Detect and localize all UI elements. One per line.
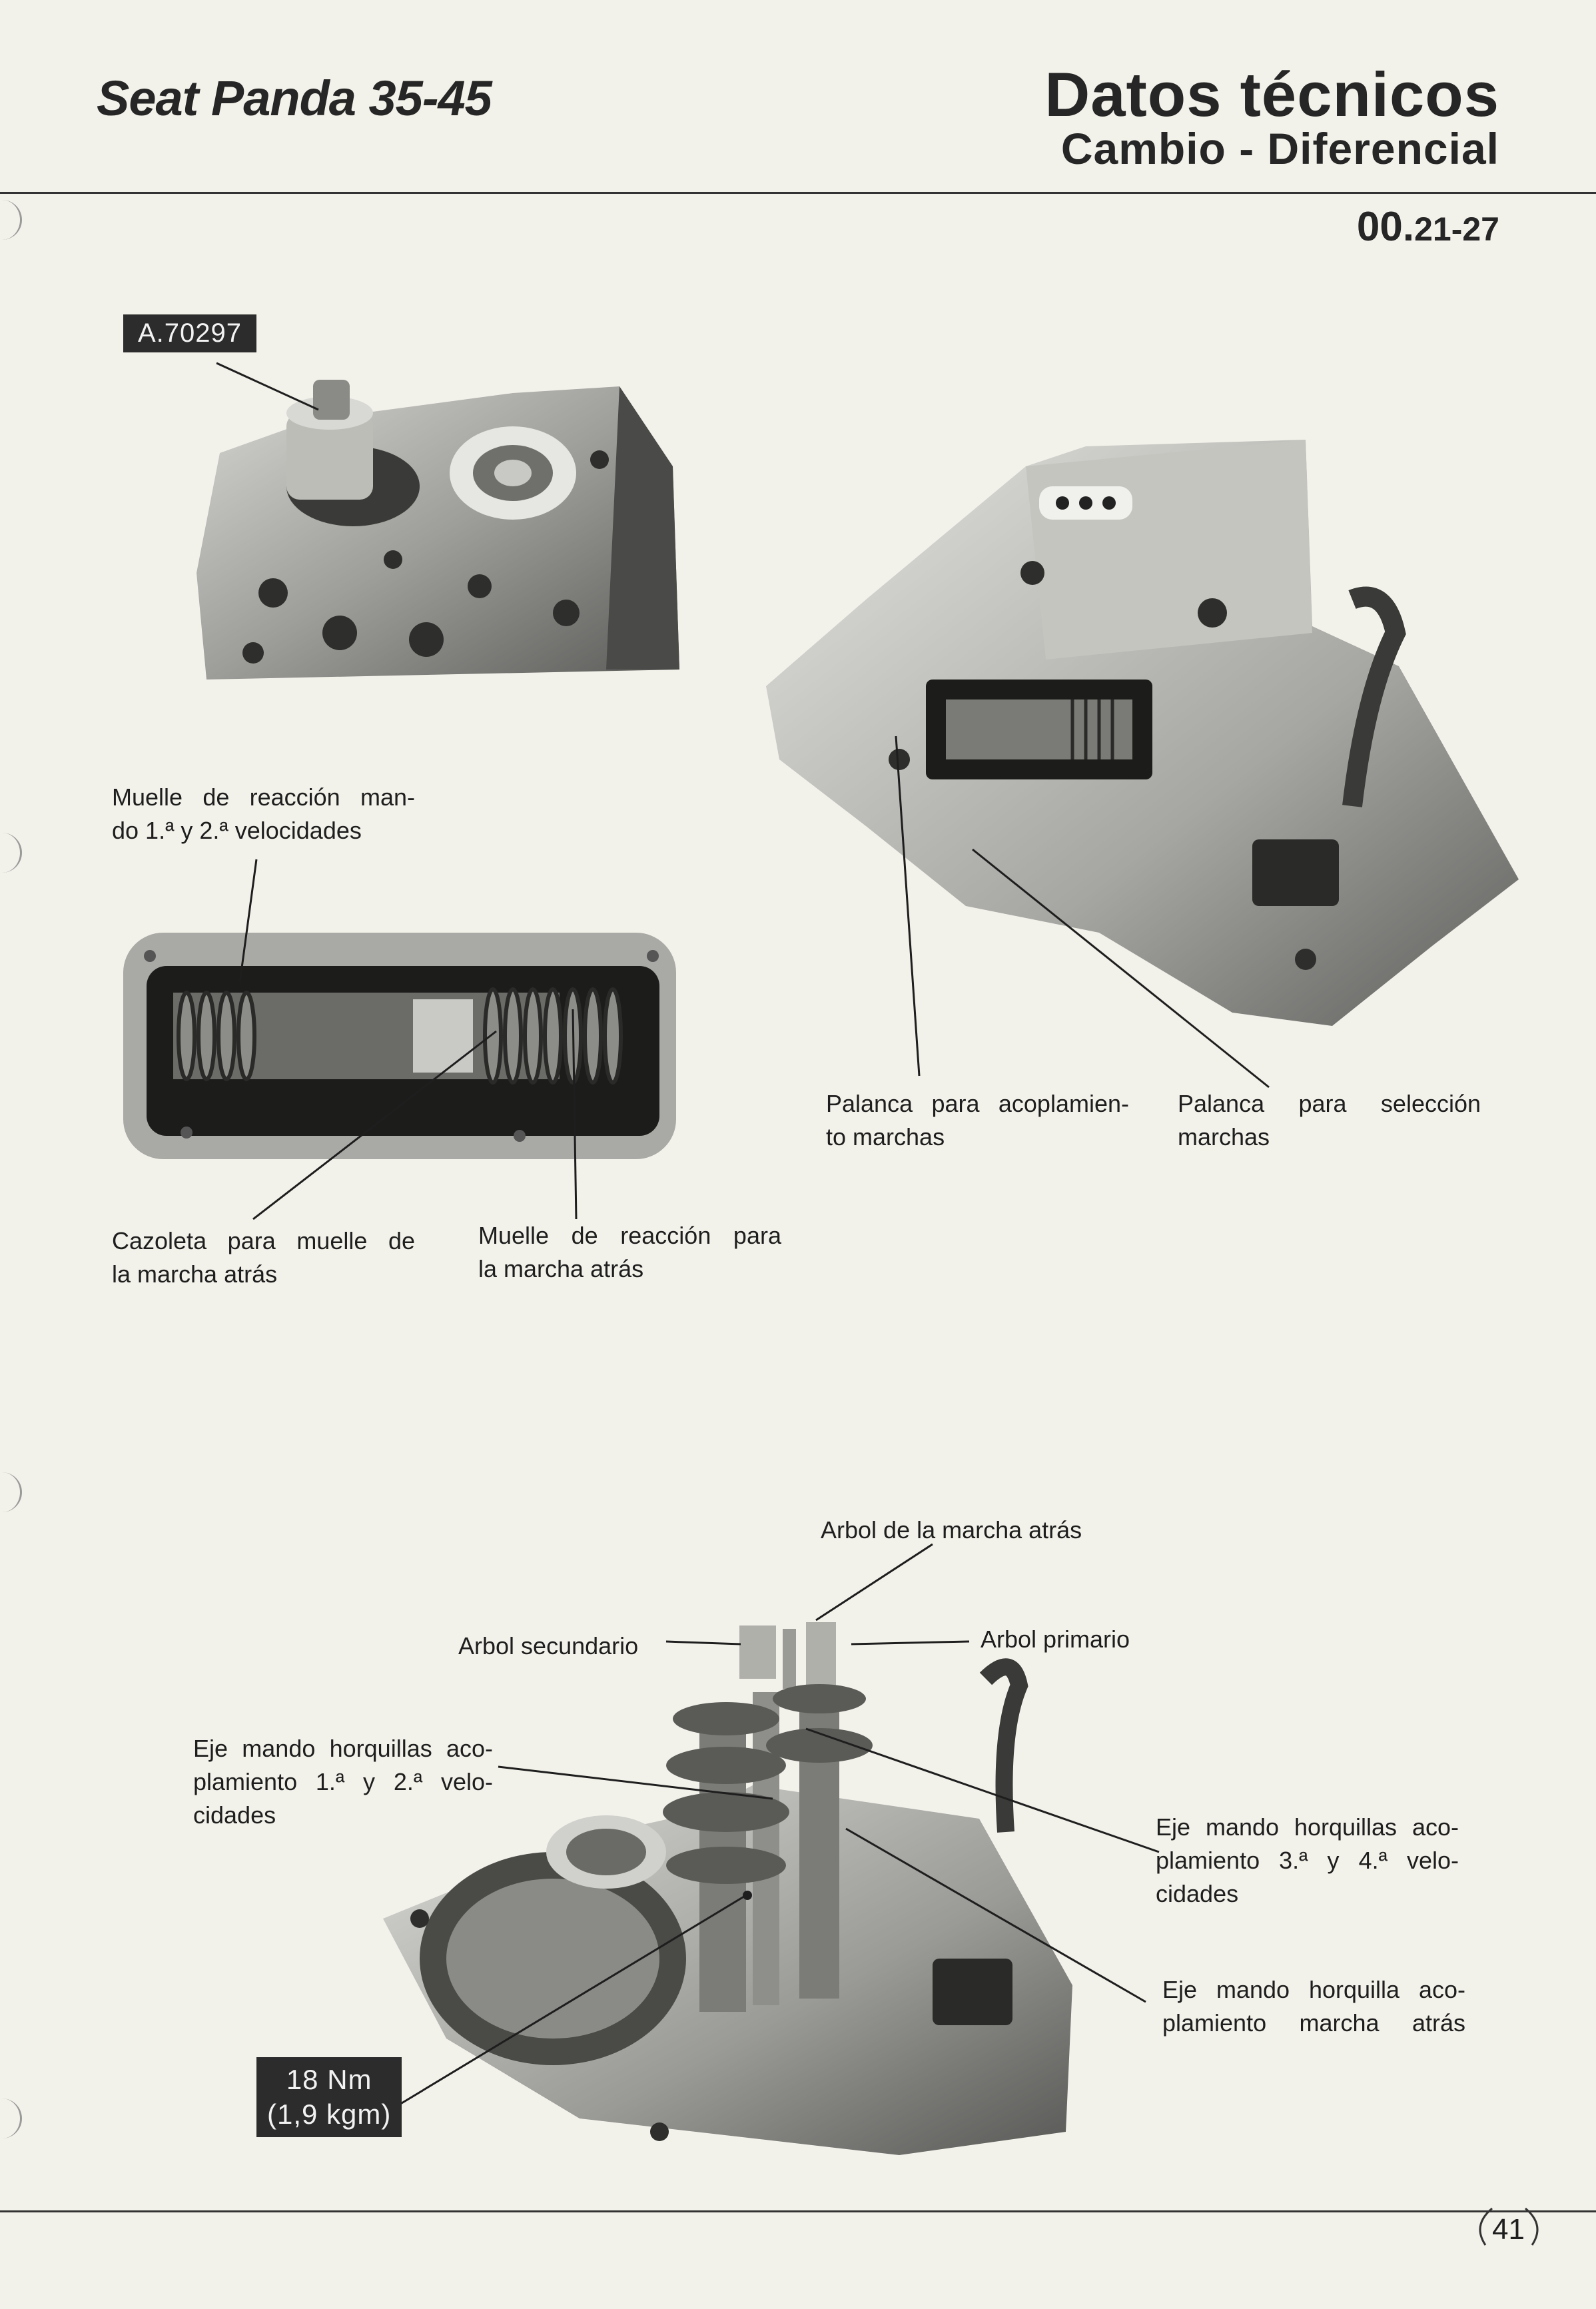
binder-hole-mark	[0, 1472, 22, 1512]
caption-line: Eje mando horquilla aco-	[1162, 1976, 1465, 2003]
caption-line: la marcha atrás	[112, 1260, 278, 1288]
part-reference-label: A.70297	[123, 314, 257, 352]
caption-line: cidades	[1156, 1880, 1239, 1907]
caption-line: Palanca para acoplamien-	[826, 1090, 1129, 1117]
binder-hole-mark	[0, 200, 22, 240]
page-number-bracket	[1479, 2207, 1539, 2246]
caption-muelle-atras: Muelle de reacción para la marcha atrás	[478, 1219, 781, 1286]
caption-arbol-primario: Arbol primario	[981, 1625, 1130, 1653]
caption-line: Muelle de reacción man-	[112, 783, 415, 811]
caption-line: la marcha atrás	[478, 1255, 644, 1282]
page-number: 41	[1492, 2213, 1525, 2246]
binder-hole-mark	[0, 833, 22, 873]
section-code: 00.21-27	[1357, 203, 1499, 250]
page-subtitle: Cambio - Diferencial	[1060, 124, 1499, 173]
caption-line: Eje mando horquillas aco-	[193, 1735, 493, 1762]
caption-line: plamiento 3.ª y 4.ª velo-	[1156, 1847, 1459, 1874]
gearbox-housing-photo	[766, 440, 1519, 1026]
caption-line: Cazoleta para muelle de	[112, 1227, 415, 1254]
caption-cazoleta: Cazoleta para muelle de la marcha atrás	[112, 1224, 415, 1291]
caption-arbol-marcha-atras: Arbol de la marcha atrás	[821, 1516, 1082, 1544]
torque-kgm: (1,9 kgm)	[267, 2098, 392, 2130]
caption-palanca-acoplamiento: Palanca para acoplamien- to marchas	[826, 1087, 1129, 1154]
caption-palanca-seleccion: Palanca para selección marchas	[1178, 1087, 1481, 1154]
footer-rule	[0, 2210, 1596, 2212]
caption-eje-atras: Eje mando horquilla aco- plamiento march…	[1162, 1973, 1465, 2040]
caption-line: Eje mando horquillas aco-	[1156, 1813, 1459, 1841]
caption-line: marchas	[1178, 1123, 1270, 1151]
caption-line: Palanca para selección	[1178, 1090, 1481, 1117]
header-rule	[0, 192, 1596, 194]
caption-line: cidades	[193, 1801, 276, 1829]
caption-line: do 1.ª y 2.ª velocidades	[112, 817, 362, 844]
caption-muelle-1-2: Muelle de reacción man- do 1.ª y 2.ª vel…	[112, 781, 415, 847]
spring-cutaway-photo	[123, 933, 676, 1159]
section-code-main: 00.	[1356, 204, 1415, 250]
caption-line: to marchas	[826, 1123, 945, 1151]
caption-line: plamiento 1.ª y 2.ª velo-	[193, 1768, 493, 1795]
caption-line: Muelle de reacción para	[478, 1222, 781, 1249]
caption-line: plamiento marcha atrás	[1162, 2009, 1465, 2037]
torque-nm: 18 Nm	[286, 2064, 372, 2095]
model-name: Seat Panda 35-45	[97, 71, 492, 126]
section-code-sub: 21-27	[1414, 211, 1499, 248]
page-title: Datos técnicos	[1044, 59, 1499, 129]
torque-spec-box: 18 Nm (1,9 kgm)	[256, 2057, 402, 2137]
cover-plate-photo	[197, 380, 679, 680]
caption-eje-1-2: Eje mando horquillas aco- plamiento 1.ª …	[193, 1732, 493, 1832]
open-gearbox-photo	[383, 1622, 1072, 2155]
caption-eje-3-4: Eje mando horquillas aco- plamiento 3.ª …	[1156, 1811, 1459, 1911]
binder-hole-mark	[0, 2098, 22, 2138]
caption-arbol-secundario: Arbol secundario	[458, 1632, 639, 1659]
